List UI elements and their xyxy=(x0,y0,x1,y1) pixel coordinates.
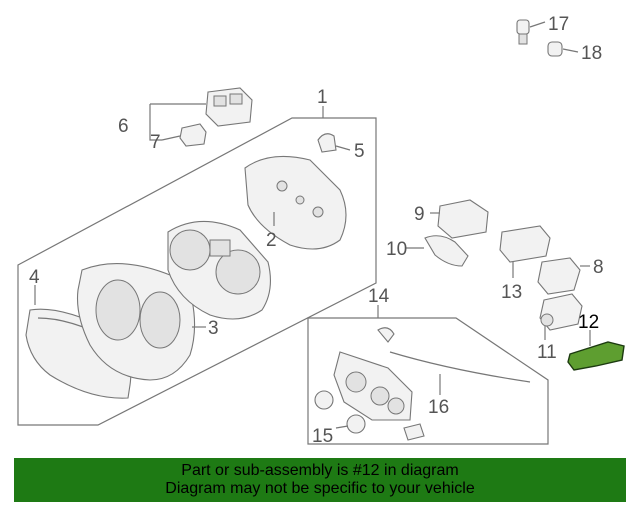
part-7 xyxy=(179,123,207,147)
callout-6: 6 xyxy=(118,116,129,137)
notice-line-2: Diagram may not be specific to your vehi… xyxy=(165,480,475,497)
part-5 xyxy=(317,133,337,153)
callout-3: 3 xyxy=(208,318,219,339)
callout-18: 18 xyxy=(581,43,602,64)
callout-11: 11 xyxy=(537,342,557,363)
callout-15: 15 xyxy=(312,426,333,447)
part-15-knob-a xyxy=(314,390,334,410)
callout-7: 7 xyxy=(150,132,161,153)
heater-control-panel xyxy=(333,351,413,421)
part-18-bulb xyxy=(547,41,563,57)
part-cap xyxy=(377,327,395,343)
callout-13: 13 xyxy=(501,282,522,303)
callout-9: 9 xyxy=(414,204,425,225)
notice-line-1: Part or sub-assembly is #12 in diagram xyxy=(181,462,459,479)
callout-1: 1 xyxy=(317,87,328,108)
part-2-circuit-board xyxy=(244,155,347,250)
part-15-knob-b xyxy=(346,414,366,434)
callout-16: 16 xyxy=(428,397,449,418)
callout-17: 17 xyxy=(548,14,569,35)
heater-control-box xyxy=(307,317,549,445)
part-3-housing xyxy=(76,263,196,381)
part-17-bulb xyxy=(516,19,530,45)
callout-4: 4 xyxy=(29,267,40,288)
part-16-cable xyxy=(389,351,531,383)
part-9-switch xyxy=(437,199,489,239)
cluster-assembly-box xyxy=(17,117,377,426)
part-11-switch xyxy=(539,293,583,331)
part-2-gauges xyxy=(167,220,271,320)
part-12-highlighted xyxy=(567,341,625,371)
callout-14: 14 xyxy=(368,286,390,307)
notice-banner: Part or sub-assembly is #12 in diagram D… xyxy=(14,458,626,502)
part-8-switch xyxy=(537,257,581,295)
part-clip xyxy=(403,423,425,441)
callout-10: 10 xyxy=(386,239,407,260)
callout-12: 12 xyxy=(578,312,599,333)
leader-lines xyxy=(34,21,591,429)
callout-5: 5 xyxy=(354,141,365,162)
callout-8: 8 xyxy=(593,257,604,278)
part-13-switch xyxy=(499,225,551,263)
callout-2: 2 xyxy=(266,230,277,251)
part-10-bracket xyxy=(424,235,469,267)
part-6-switch xyxy=(205,87,253,127)
